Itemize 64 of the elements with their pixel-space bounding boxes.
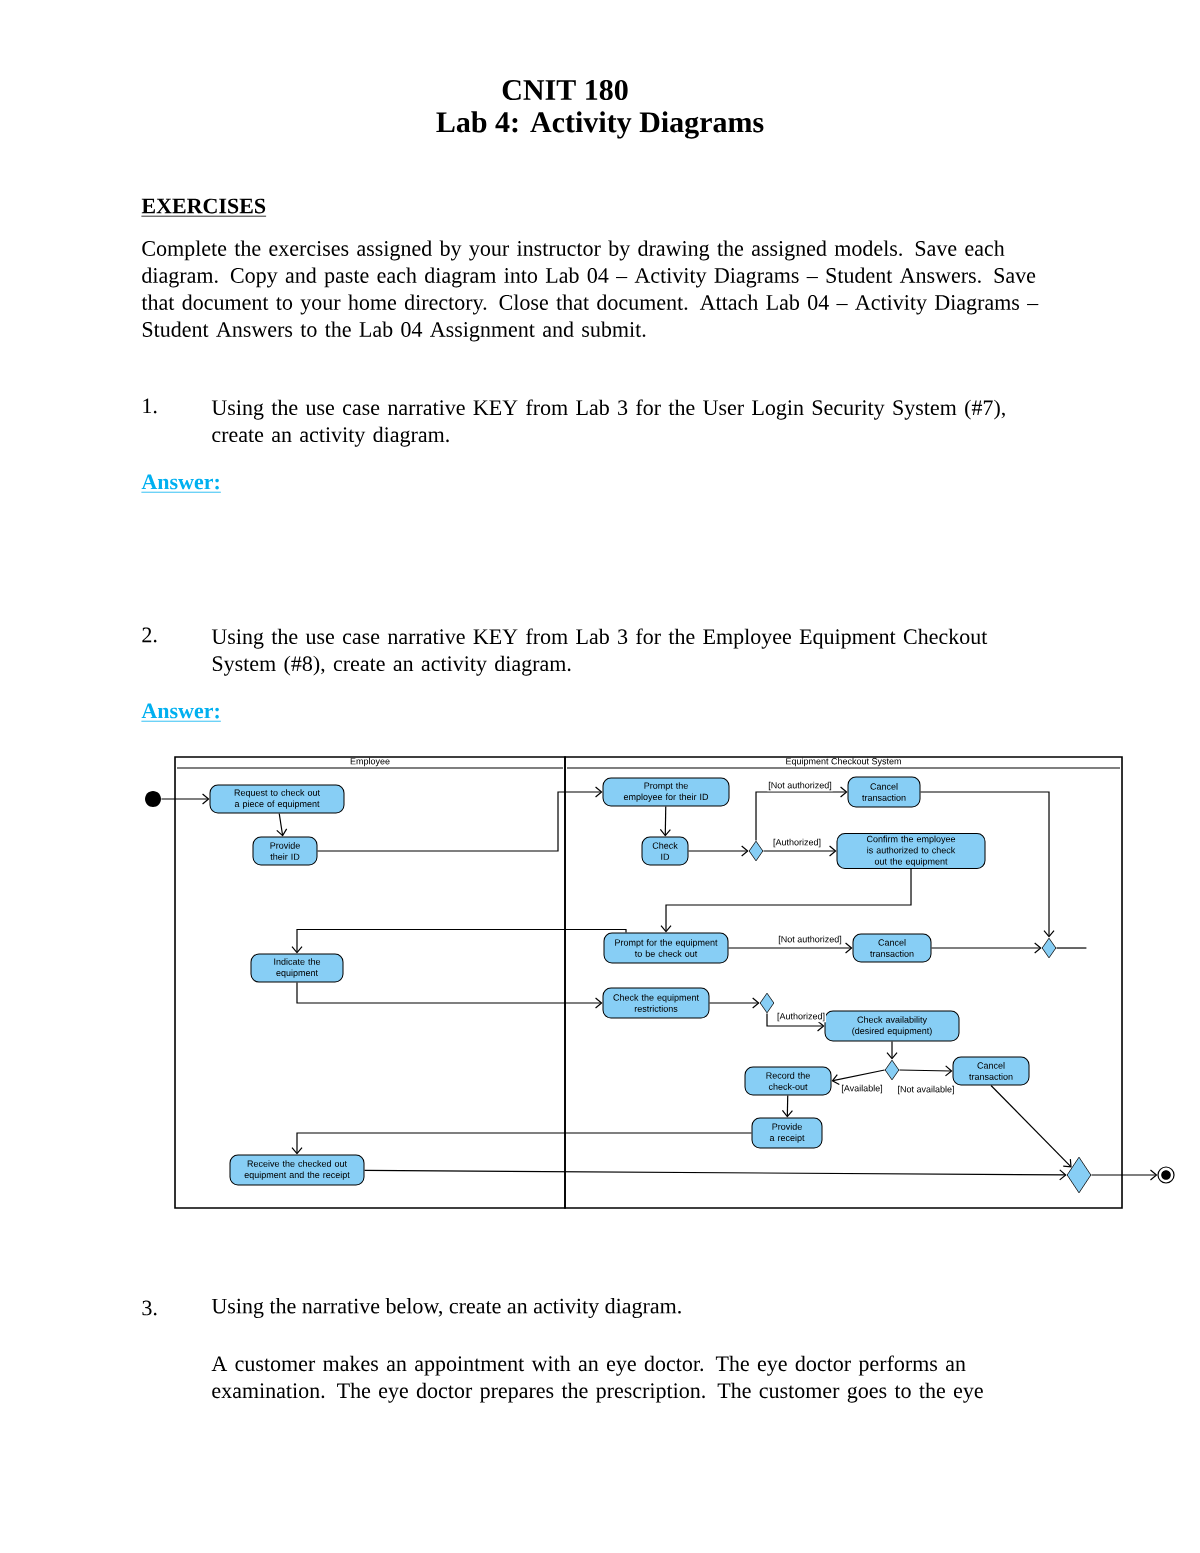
arrow — [363, 1169, 1067, 1181]
paragraph: A customer makes an appointment with an eye doctor. The eye doctor performs an examination. The eye doctor prepares the prescription. The customer goes to the eye — [211, 1355, 983, 1403]
arrow — [296, 981, 603, 1009]
arrow — [276, 812, 288, 837]
action-box: Provide their ID — [252, 836, 318, 866]
arrow — [660, 868, 912, 933]
edge-label: [Available] — [840, 1083, 884, 1095]
arrow — [160, 793, 210, 805]
arrow — [727, 942, 853, 954]
decision-diamond — [1041, 937, 1057, 959]
action-box: Cancel transaction — [847, 776, 921, 808]
section-heading: EXERCISES — [141, 198, 267, 217]
arrow — [762, 845, 837, 857]
action-box: Check availability (desired equipment) — [824, 1010, 960, 1042]
arrow — [919, 791, 1055, 938]
decision-diamond — [759, 992, 775, 1014]
arrow — [1090, 1169, 1158, 1181]
decision-diamond — [884, 1059, 900, 1081]
action-box: Prompt for the equipment to be check out — [603, 932, 729, 964]
text-line: 2. — [142, 627, 157, 643]
text-line: Using the narrative below, create an activity diagram. — [211, 1298, 681, 1318]
arrow — [781, 1094, 794, 1118]
answer-label: Answer: — [141, 703, 222, 722]
arrow — [708, 997, 760, 1009]
edge-label: [Authorized] — [776, 1011, 826, 1023]
action-box: Receive the checked out equipment and the receipt — [229, 1154, 365, 1186]
decision-diamond — [748, 840, 764, 862]
initial-node — [145, 791, 161, 807]
edge-label: [Not available] — [896, 1084, 956, 1096]
arrow — [755, 786, 848, 842]
decision-diamond — [1066, 1156, 1092, 1194]
action-box: Check the equipment restrictions — [602, 987, 710, 1019]
text-line: 3. — [142, 1300, 157, 1316]
arrow — [930, 942, 1042, 954]
action-box: Cancel transaction — [952, 1056, 1030, 1086]
arrow — [291, 1132, 753, 1155]
final-node — [1157, 1166, 1175, 1184]
edge-label: [Not authorized] — [767, 780, 833, 792]
action-box: Indicate the equipment — [250, 953, 344, 983]
action-box: Request to check out a piece of equipment — [209, 784, 345, 814]
action-box: Provide a receipt — [751, 1117, 823, 1149]
arrow — [316, 786, 603, 852]
paragraph: Complete the exercises assigned by your instructor by drawing the assigned models. Save each diagram. Copy and paste each diagram into Lab 04 – Activity Diagrams – Student Answers. Save that document to your home directory. Close that document. Attach Lab 04 – Activity Diagrams – Student Answers to the Lab 04 Assignment and submit. — [141, 240, 1039, 342]
arrow — [831, 1069, 886, 1086]
action-box: Check ID — [641, 836, 689, 866]
text-line: 1. — [143, 398, 157, 414]
subtitle: Lab 4: Activity Diagrams — [436, 111, 764, 139]
title: CNIT 180 — [502, 79, 628, 101]
arrow — [898, 1065, 953, 1077]
edge-label: [Authorized] — [772, 837, 822, 849]
arrow — [659, 805, 671, 837]
paragraph: Using the use case narrative KEY from Lab 3 for the Employee Equipment Checkout System (#8), create an activity diagram. — [211, 628, 988, 676]
arrow — [687, 845, 749, 857]
arrow — [291, 928, 627, 954]
action-box: Confirm the employee is authorized to check out the equipment — [836, 833, 986, 869]
paragraph: Using the use case narrative KEY from Lab 3 for the User Login Security System (#7), create an activity diagram. — [211, 399, 1005, 447]
action-box: Record the check-out — [744, 1066, 832, 1096]
arrow — [886, 1040, 898, 1060]
edge-label: [Not authorized] — [777, 934, 843, 946]
arrow — [990, 1084, 1072, 1168]
action-box: Cancel transaction — [852, 933, 932, 963]
arrow — [766, 1012, 825, 1032]
action-box: Prompt the employee for their ID — [602, 777, 730, 807]
answer-label: Answer: — [141, 474, 222, 493]
